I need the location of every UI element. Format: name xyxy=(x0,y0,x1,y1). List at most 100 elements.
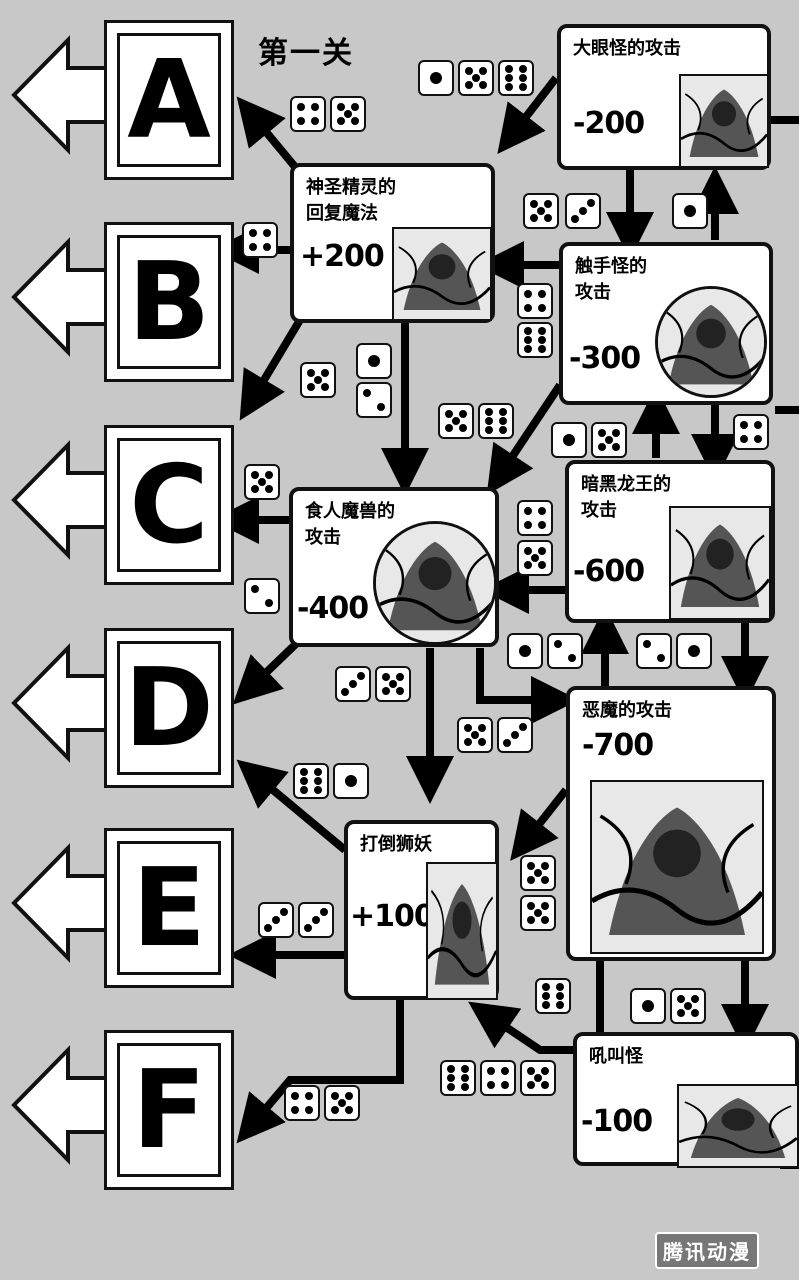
card-lion[interactable]: 打倒狮妖+100 xyxy=(344,820,499,1000)
die-pip xyxy=(597,428,606,437)
die-pip xyxy=(381,672,390,681)
die-pip xyxy=(499,408,508,417)
die-pip xyxy=(305,1091,314,1100)
exit-c[interactable]: C xyxy=(8,425,238,590)
die-pip xyxy=(523,546,532,555)
die-pip xyxy=(538,327,547,336)
die-4-icon xyxy=(480,1060,516,1096)
exit-d[interactable]: D xyxy=(8,628,238,793)
exit-box: A xyxy=(104,20,234,180)
die-pip xyxy=(368,355,380,367)
exit-letter: B xyxy=(117,235,221,369)
die-pip xyxy=(541,1000,550,1009)
card-value: -200 xyxy=(573,106,645,141)
die-4-icon xyxy=(242,222,278,258)
die-pip xyxy=(461,1082,470,1091)
lion-portrait-image xyxy=(426,862,498,1000)
die-pip xyxy=(754,435,763,444)
exit-e[interactable]: E xyxy=(8,828,238,993)
card-title: 恶魔的攻击 xyxy=(582,700,672,721)
die-6-icon xyxy=(517,322,553,358)
die-pip xyxy=(464,66,473,75)
die-pip xyxy=(541,861,550,870)
exit-b[interactable]: B xyxy=(8,222,238,387)
die-1-icon xyxy=(507,633,543,669)
die-pip xyxy=(523,336,532,344)
card-eye[interactable]: 大眼怪的攻击 -200 xyxy=(557,24,771,170)
die-pip xyxy=(538,546,547,555)
die-pip xyxy=(345,1106,354,1115)
die-pip xyxy=(336,117,345,126)
die-pip xyxy=(519,74,528,82)
die-pip xyxy=(523,521,532,530)
exit-a[interactable]: A xyxy=(8,20,238,185)
die-4-icon xyxy=(517,283,553,319)
card-darkdragon[interactable]: 暗黑龙王的 攻击-600 xyxy=(565,460,775,623)
die-pip xyxy=(248,228,257,237)
die-pip xyxy=(296,102,305,111)
die-pip xyxy=(534,869,542,877)
die-pip xyxy=(612,428,621,437)
die-pip xyxy=(296,117,305,126)
die-pip xyxy=(739,435,748,444)
die-pip xyxy=(538,344,547,353)
die-pip xyxy=(356,672,365,681)
die-pip xyxy=(556,992,565,1000)
die-pip xyxy=(344,110,352,118)
die-pip xyxy=(314,376,322,384)
die-pip xyxy=(684,1002,692,1010)
card-howler[interactable]: 吼叫怪-100 xyxy=(573,1032,799,1168)
die-pip xyxy=(461,1065,470,1074)
die-6-icon xyxy=(535,978,571,1014)
die-pip xyxy=(519,82,528,91)
die-pip xyxy=(484,417,493,425)
die-3-icon xyxy=(335,666,371,702)
die-pip xyxy=(523,561,532,570)
die-5-icon xyxy=(520,855,556,891)
exit-box: E xyxy=(104,828,234,988)
exit-box: D xyxy=(104,628,234,788)
card-value: -400 xyxy=(297,591,369,626)
card-demon[interactable]: 恶魔的攻击-700 xyxy=(566,686,776,961)
card-title: 大眼怪的攻击 xyxy=(573,38,681,59)
die-2-icon xyxy=(547,633,583,669)
die-pip xyxy=(519,645,531,657)
card-maneater[interactable]: 食人魔兽的 攻击-400 xyxy=(289,487,499,647)
die-pip xyxy=(478,738,487,747)
die-pip xyxy=(484,425,493,434)
card-fairy[interactable]: 神圣精灵的 回复魔法+200 xyxy=(290,163,495,323)
card-value: +200 xyxy=(300,239,385,274)
die-pip xyxy=(518,723,527,732)
die-pip xyxy=(265,485,274,494)
die-pip xyxy=(263,243,272,252)
die-pip xyxy=(479,66,488,75)
die-pip xyxy=(579,207,587,215)
die-pip xyxy=(311,117,320,126)
die-pip xyxy=(541,1081,550,1090)
exit-letter: D xyxy=(117,641,221,775)
die-pip xyxy=(314,768,323,777)
card-tentacle[interactable]: 触手怪的 攻击-300 xyxy=(559,242,773,405)
left-arrow-icon xyxy=(11,1045,112,1165)
die-1-icon xyxy=(356,343,392,379)
die-pip xyxy=(529,214,538,223)
exit-f[interactable]: F xyxy=(8,1030,238,1195)
die-pip xyxy=(444,424,453,433)
die-pip xyxy=(537,207,545,215)
die-pip xyxy=(396,672,405,681)
card-value: +100 xyxy=(350,899,435,934)
die-pip xyxy=(541,983,550,992)
die-pip xyxy=(486,1081,495,1090)
demon-portrait-image xyxy=(590,780,764,954)
die-pip xyxy=(351,117,360,126)
die-pip xyxy=(526,916,535,925)
die-pip xyxy=(538,506,547,515)
fairy-portrait-image xyxy=(392,227,492,321)
die-pip xyxy=(389,680,397,688)
die-pip xyxy=(529,199,538,208)
die-5-icon xyxy=(438,403,474,439)
die-5-icon xyxy=(520,895,556,931)
die-pip xyxy=(499,425,508,434)
die-pip xyxy=(381,687,390,696)
maneater-portrait-image xyxy=(373,521,497,645)
